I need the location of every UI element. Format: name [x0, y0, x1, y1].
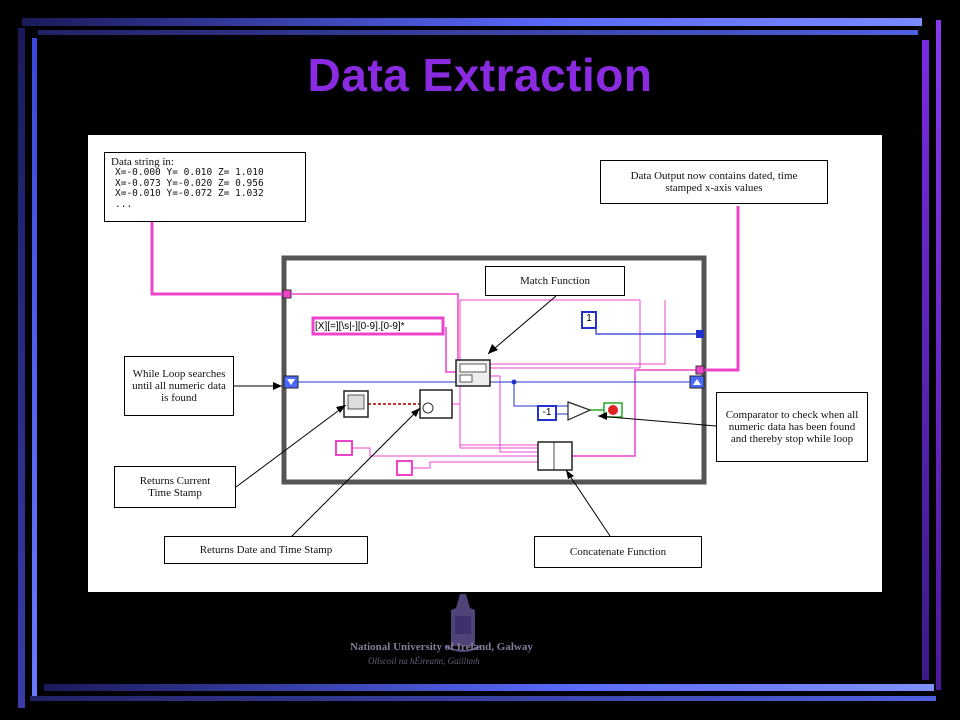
- callout-date-time: Returns Date and Time Stamp: [164, 536, 368, 564]
- neg-one-constant-box: [537, 405, 557, 421]
- frame-left-bar-inner: [32, 38, 37, 700]
- numeric-out-wire: [595, 320, 700, 335]
- data-string-line-2: X=-0.073 Y=-0.020 Z= 0.956: [115, 177, 264, 189]
- data-string-box: Data string in: X=-0.000 Y= 0.010 Z= 1.0…: [104, 152, 306, 222]
- callout-concatenate: Concatenate Function: [534, 536, 702, 568]
- callout-comparator: Comparator to check when all numeric dat…: [716, 392, 868, 462]
- neg-one-constant: -1: [542, 407, 552, 418]
- regex-wire: [445, 327, 458, 373]
- small-constant-box: [581, 311, 597, 329]
- string-tunnel-in: [282, 289, 292, 299]
- callout-match-function: Match Function: [485, 266, 625, 296]
- match-out-wire-1: [459, 299, 641, 446]
- callout-time-stamp: Returns Current Time Stamp: [114, 466, 236, 508]
- data-string-line-1: X=-0.000 Y= 0.010 Z= 1.010: [115, 167, 264, 178]
- const-wire-2: [412, 461, 540, 469]
- data-string-line-3: X=-0.010 Y=-0.072 Z= 1.032: [115, 188, 264, 199]
- data-string-line-4: ...: [115, 198, 133, 210]
- frame-bottom-bar: [44, 684, 934, 691]
- const-wire-1: [352, 447, 540, 457]
- comparator-node: [567, 401, 592, 421]
- small-constant: 1: [586, 313, 592, 324]
- callout-data-output: Data Output now contains dated, time sta…: [600, 160, 828, 204]
- concatenate-node: [537, 441, 573, 471]
- string-wire-out: [700, 206, 740, 372]
- match-out-wire-3: [490, 300, 666, 365]
- concat-out-wire: [572, 369, 696, 457]
- university-name: National University of Ireland, Galway: [350, 641, 533, 653]
- callout-while-loop: While Loop searches until all numeric da…: [124, 356, 234, 416]
- date-wire: [452, 403, 540, 449]
- university-crest-icon: [444, 594, 482, 652]
- slide-title: Data Extraction: [307, 49, 653, 101]
- frame-top-bar-inner: [38, 30, 918, 35]
- frame-bottom-bar-inner: [30, 696, 936, 701]
- string-wire-to-match: [291, 293, 459, 364]
- wire-junction: [511, 379, 517, 385]
- numeric-tunnel: [696, 330, 704, 338]
- tab-string-constant: [396, 460, 413, 476]
- regex-constant: [X][=][\s|-][0-9].[0-9]*: [315, 321, 405, 332]
- frame-top-bar: [22, 18, 922, 26]
- frame-right-bar-inner: [936, 20, 941, 690]
- university-irish-name: Ollscoil na hÉireann, Gaillimh: [368, 656, 480, 666]
- frame-left-bar: [18, 28, 25, 708]
- frame-right-bar: [922, 40, 929, 680]
- compare-wire: [513, 382, 568, 407]
- regex-constant-box: [311, 316, 445, 336]
- match-out-wire-2: [490, 375, 540, 453]
- empty-string-constant: [335, 440, 353, 456]
- data-string-heading: Data string in:: [111, 156, 174, 168]
- string-tunnel-out: [695, 365, 705, 375]
- string-wire-in: [150, 222, 286, 296]
